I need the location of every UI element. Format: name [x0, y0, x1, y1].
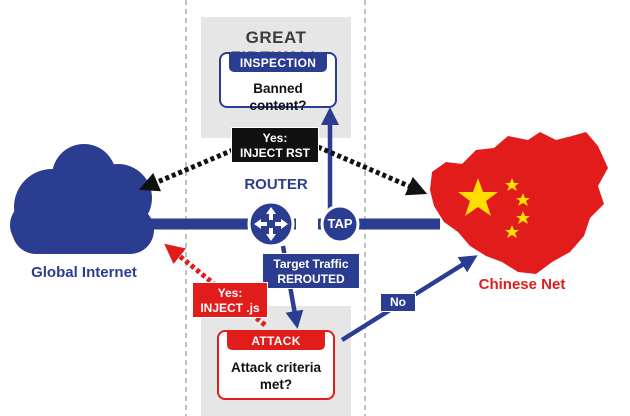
tap-label: TAP	[327, 216, 353, 231]
js-yes-text: Yes:	[217, 286, 243, 300]
rst-right-arrow	[317, 144, 428, 196]
attack-question-line1: Attack criteria	[230, 360, 322, 375]
rst-yes-text: Yes:	[262, 131, 288, 145]
router-icon	[247, 200, 295, 248]
inspection-box: INSPECTION Banned content?	[219, 52, 337, 113]
china-stars-icon	[458, 178, 530, 238]
rst-left-arrow	[138, 144, 241, 192]
no-label: No	[380, 293, 416, 312]
router-label: ROUTER	[244, 176, 308, 193]
global-internet-label: Global Internet	[31, 264, 137, 281]
inject-rst-label: Yes: INJECT RST	[231, 127, 319, 163]
rerouted-label: Target Traffic REROUTED	[262, 253, 360, 289]
rerouted-line1: Target Traffic	[273, 257, 349, 271]
inject-js-label: Yes: INJECT .js	[192, 282, 268, 318]
chinese-net-label: Chinese Net	[478, 276, 566, 293]
china-map-icon	[430, 132, 608, 274]
inspection-question: Banned content?	[249, 81, 307, 113]
rerouted-line2: REROUTED	[277, 272, 345, 286]
attack-tag: ATTACK	[227, 332, 325, 350]
js-action-text: INJECT .js	[200, 301, 260, 315]
tap-circle	[320, 204, 360, 244]
rst-action-text: INJECT RST	[239, 146, 310, 160]
attack-question-line2: met?	[259, 377, 293, 392]
cloud-icon	[10, 144, 154, 254]
attack-box: ATTACK Attack criteria met?	[217, 330, 335, 400]
inspection-tag: INSPECTION	[229, 54, 327, 72]
